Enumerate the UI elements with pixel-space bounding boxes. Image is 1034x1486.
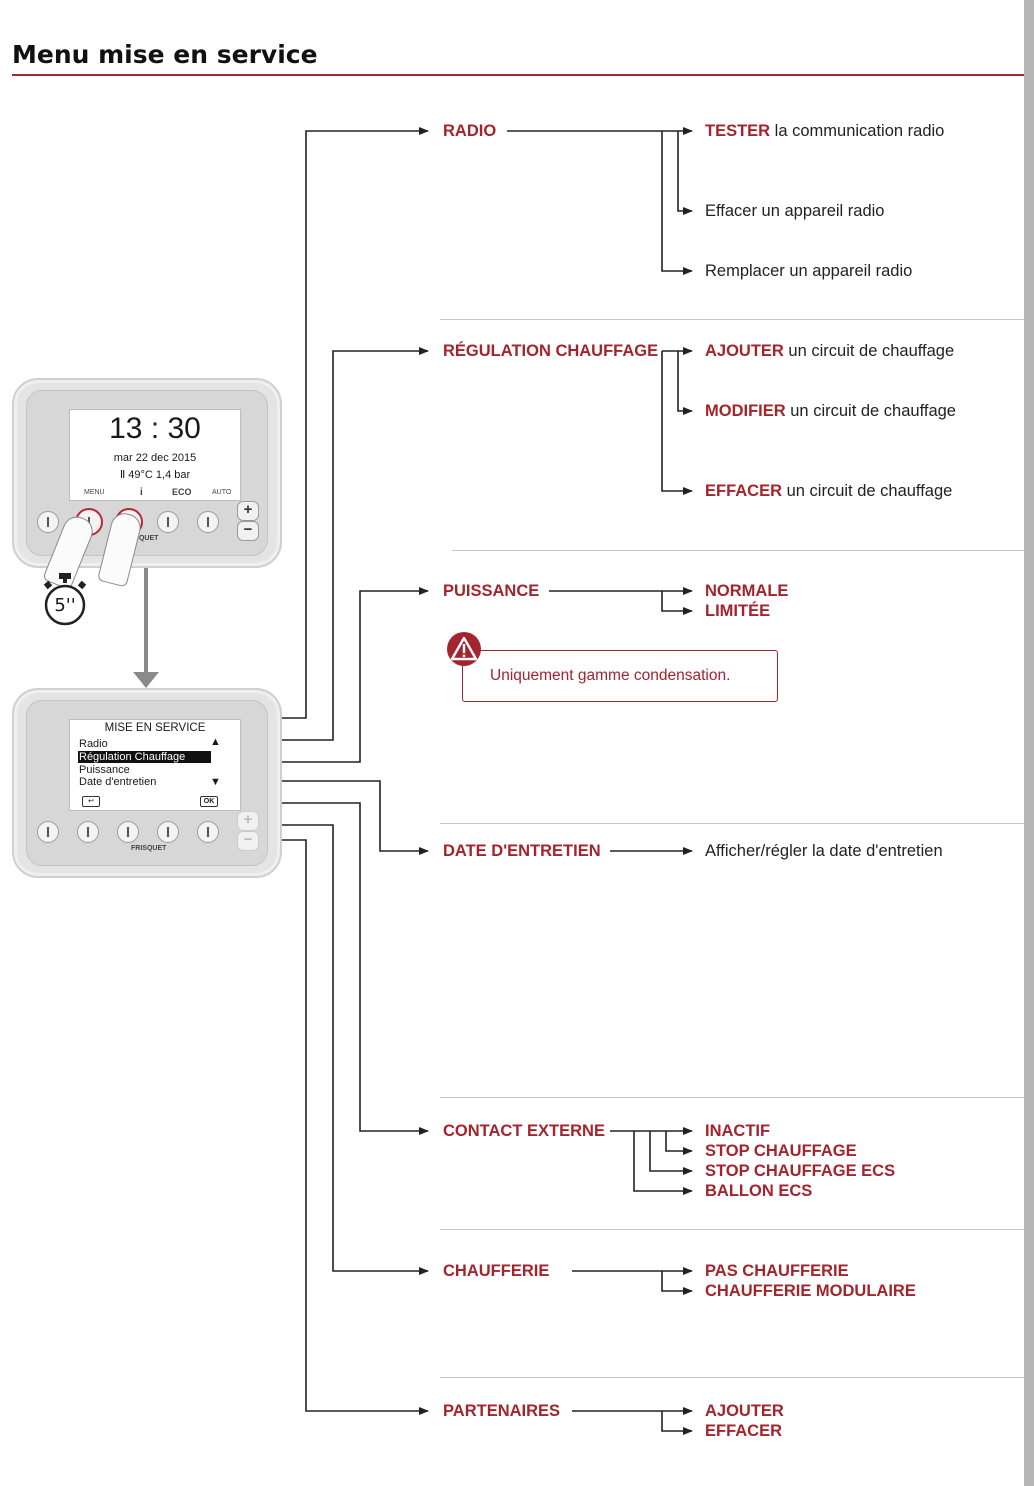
- status-text: 49°C 1,4 bar: [128, 469, 191, 481]
- section-separator: [452, 550, 1024, 551]
- menu-contact-externe: CONTACT EXTERNE: [443, 1122, 605, 1140]
- minus-button-2[interactable]: −: [237, 831, 259, 851]
- partenaires-option-add: AJOUTER: [705, 1402, 784, 1420]
- softkey-2[interactable]: [117, 821, 139, 843]
- date-option-display: Afficher/régler la date d'entretien: [705, 842, 943, 860]
- service-item-regulation[interactable]: Régulation Chauffage: [78, 751, 211, 763]
- partenaires-option-erase: EFFACER: [705, 1422, 783, 1440]
- puissance-option-normale: NORMALE: [705, 582, 789, 600]
- chaufferie-option-modulaire: CHAUFFERIE MODULAIRE: [705, 1282, 916, 1300]
- menu-date-entretien: DATE D'ENTRETIEN: [443, 842, 601, 860]
- radiator-icon: Ⅱ: [119, 469, 126, 481]
- warning-box: Uniquement gamme condensation.: [462, 650, 778, 702]
- service-menu-title: MISE EN SERVICE: [104, 722, 206, 734]
- eco-softkey[interactable]: [157, 511, 179, 533]
- thermostat-home-screen: 13 : 30 mar 22 dec 2015 Ⅱ 49°C 1,4 bar M…: [12, 378, 282, 568]
- back-softkey[interactable]: [77, 821, 99, 843]
- softkey-eco-label: ECO: [172, 487, 192, 497]
- section-separator: [440, 1097, 1024, 1098]
- power-button-2[interactable]: [37, 821, 59, 843]
- scroll-down-icon: ▼: [210, 776, 221, 788]
- timer-label: 5'': [54, 595, 76, 616]
- auto-softkey[interactable]: [197, 511, 219, 533]
- section-separator: [440, 823, 1024, 824]
- softkey-3[interactable]: [157, 821, 179, 843]
- display-status: Ⅱ 49°C 1,4 bar: [70, 468, 240, 481]
- puissance-option-limitee: LIMITÉE: [705, 602, 771, 620]
- back-softkey-label: ↩: [82, 796, 100, 807]
- plus-button-2[interactable]: +: [237, 811, 259, 831]
- regulation-erase-text: un circuit de chauffage: [782, 482, 953, 500]
- service-menu-display: MISE EN SERVICE Radio Régulation Chauffa…: [69, 719, 241, 811]
- radio-option-erase: Effacer un appareil radio: [705, 202, 885, 220]
- regulation-modify-text: un circuit de chauffage: [785, 402, 956, 420]
- title-rule: [12, 74, 1024, 76]
- contact-option-stop-ecs: STOP CHAUFFAGE ECS: [705, 1162, 896, 1180]
- display-date: mar 22 dec 2015: [113, 452, 197, 464]
- chaufferie-option-pas: PAS CHAUFFERIE: [705, 1262, 849, 1280]
- contact-option-stop-chauffage: STOP CHAUFFAGE: [705, 1142, 857, 1160]
- brand-label: FRISQUET: [123, 535, 159, 542]
- service-item-date[interactable]: Date d'entretien: [79, 776, 157, 788]
- section-separator: [440, 319, 1024, 320]
- menu-partenaires: PARTENAIRES: [443, 1402, 561, 1420]
- menu-regulation: RÉGULATION CHAUFFAGE: [443, 342, 659, 360]
- service-item-puissance[interactable]: Puissance: [79, 764, 130, 776]
- radio-option-test-text: la communication radio: [770, 122, 945, 140]
- ok-softkey[interactable]: [197, 821, 219, 843]
- thermostat-service-menu: MISE EN SERVICE Radio Régulation Chauffa…: [12, 688, 282, 878]
- brand-label-2: FRISQUET: [131, 845, 167, 852]
- page-edge-bar: [1024, 0, 1034, 1486]
- contact-option-inactif: INACTIF: [705, 1122, 771, 1140]
- softkey-info-label: i: [140, 487, 143, 498]
- stopwatch-icon: 5'': [42, 572, 88, 626]
- radio-option-test: TESTER la communication radio: [705, 121, 944, 141]
- minus-button[interactable]: −: [237, 521, 259, 541]
- power-button[interactable]: [37, 511, 59, 533]
- softkey-auto-label: AUTO: [212, 489, 232, 496]
- contact-option-ballon: BALLON ECS: [705, 1182, 813, 1200]
- menu-puissance: PUISSANCE: [443, 582, 540, 600]
- menu-chaufferie: CHAUFFERIE: [443, 1262, 550, 1280]
- plus-button[interactable]: +: [237, 501, 259, 521]
- radio-option-replace: Remplacer un appareil radio: [705, 262, 913, 280]
- regulation-option-modify: MODIFIER un circuit de chauffage: [705, 401, 956, 421]
- service-item-radio[interactable]: Radio: [79, 738, 108, 750]
- thermostat-display: 13 : 30 mar 22 dec 2015 Ⅱ 49°C 1,4 bar M…: [69, 409, 241, 501]
- warning-icon: [447, 632, 481, 666]
- section-separator: [440, 1377, 1024, 1378]
- regulation-add-text: un circuit de chauffage: [783, 342, 955, 360]
- page-title: Menu mise en service: [12, 40, 318, 69]
- section-separator: [440, 1229, 1024, 1230]
- radio-option-test-keyword: TESTER: [705, 122, 771, 140]
- regulation-modify-keyword: MODIFIER: [705, 402, 786, 420]
- regulation-option-add: AJOUTER un circuit de chauffage: [705, 341, 954, 361]
- regulation-add-keyword: AJOUTER: [705, 342, 784, 360]
- clock-time: 13 : 30: [109, 412, 201, 445]
- menu-radio: RADIO: [443, 122, 497, 140]
- thermostat-faceplate-2: MISE EN SERVICE Radio Régulation Chauffa…: [26, 700, 268, 866]
- ok-softkey-label: OK: [200, 796, 218, 807]
- regulation-option-erase: EFFACER un circuit de chauffage: [705, 481, 952, 501]
- warning-text: Uniquement gamme condensation.: [490, 667, 731, 684]
- scroll-up-icon: ▲: [210, 736, 221, 748]
- softkey-menu-label: MENU: [84, 489, 105, 496]
- regulation-erase-keyword: EFFACER: [705, 482, 783, 500]
